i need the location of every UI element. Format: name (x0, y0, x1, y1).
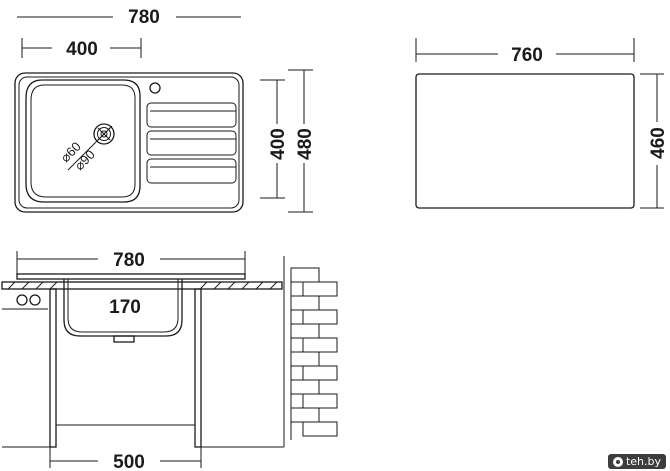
watermark-text: teh.by (625, 455, 661, 468)
section-width-label: 780 (113, 250, 145, 271)
worktop-hatch (7, 281, 278, 290)
worktop (1, 281, 283, 290)
cutout-width-label: 760 (511, 45, 543, 66)
cutout-depth-label: 460 (648, 127, 669, 159)
drainer-ribs (146, 102, 237, 184)
sink-flange (16, 273, 246, 280)
cutout-template: 760 460 (415, 38, 669, 209)
sink-bowl (25, 79, 141, 203)
watermark: teh.by (607, 454, 666, 469)
overall-width-label: 780 (128, 7, 160, 28)
sink-plan-view: 780 400 ⌀60 ⌀90 (14, 7, 316, 213)
section-view: 780 170 (1, 250, 338, 471)
overall-depth-label: 480 (295, 128, 316, 160)
bowl-depth-label: 400 (268, 128, 289, 160)
bowl-height-label: 170 (109, 297, 141, 318)
sink-rim (14, 72, 244, 213)
cabinet-width-label: 500 (113, 452, 145, 471)
watermark-icon (612, 456, 623, 467)
cutout-rectangle (415, 73, 635, 209)
left-circle-2 (29, 294, 41, 306)
cabinet-right-side (194, 288, 202, 448)
cabinet-left-side (49, 288, 57, 448)
bowl-width-label: 400 (66, 39, 98, 60)
brick-wall (283, 256, 338, 447)
drain-outlet (113, 335, 135, 343)
tap-hole (149, 82, 161, 94)
left-circle-1 (16, 294, 28, 306)
